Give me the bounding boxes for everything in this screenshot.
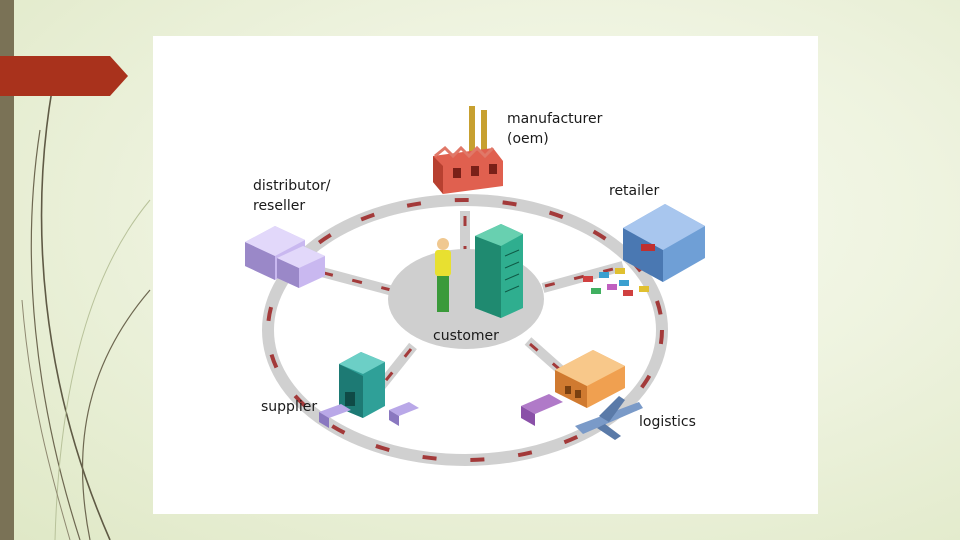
manufacturer-label-line2: (oem): [507, 131, 549, 147]
diagram-canvas: customer manufacturer (oem): [245, 106, 705, 466]
left-accent-bar: [0, 0, 14, 540]
airplane-icon: [575, 396, 643, 440]
distributor-label-line1: distributor/: [253, 178, 331, 194]
decorative-curves: [21, 89, 151, 540]
logistics-label: logistics: [639, 414, 696, 430]
customer-tower-icon: [475, 224, 523, 318]
store-icon: [623, 204, 705, 282]
supplier-label: supplier: [261, 399, 317, 415]
warehouse-icon: [555, 350, 625, 408]
customer-person-icon: [435, 238, 451, 312]
supply-chain-diagram: customer manufacturer (oem): [153, 36, 818, 514]
parked-cars-icon: [583, 268, 649, 296]
accent-tab-arrow: [0, 56, 128, 96]
retailer-label: retailer: [609, 183, 660, 199]
customer-label: customer: [433, 328, 499, 344]
manufacturer-label-line1: manufacturer: [507, 111, 603, 127]
supplier-crates-icon: [319, 402, 419, 428]
supplier-building-icon: [339, 352, 385, 418]
truck-icon: [521, 394, 563, 426]
distributor-warehouse-icon: [245, 226, 325, 288]
distributor-label-line2: reseller: [253, 198, 305, 214]
factory-icon: [433, 106, 503, 194]
